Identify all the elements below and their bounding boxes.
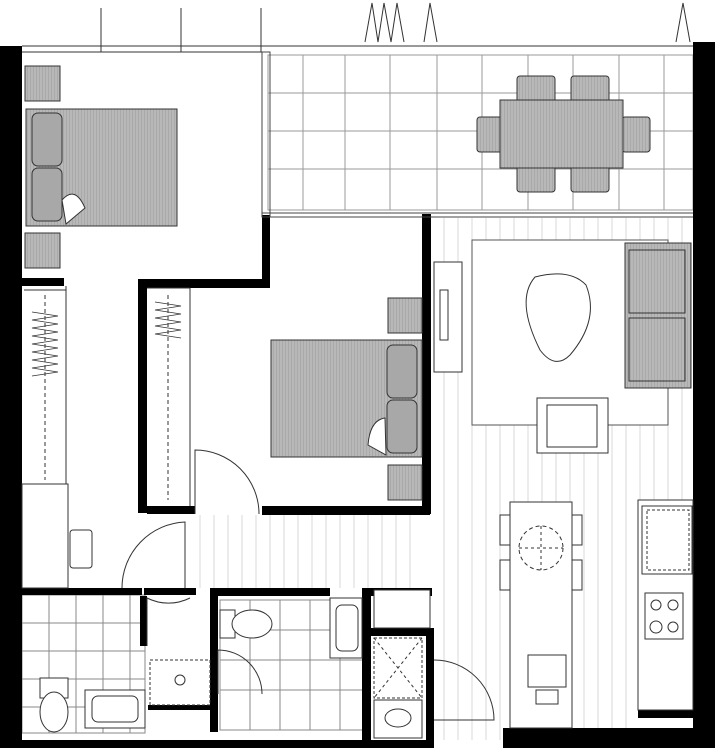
bedside-table [387, 464, 423, 501]
bedside-table [387, 297, 423, 334]
sofa-icon [624, 242, 692, 389]
bed-icon [270, 339, 423, 458]
bathroom-tiles [21, 594, 369, 734]
shower-icon [373, 637, 423, 699]
bedside-table [24, 232, 61, 269]
kitchen-sink-icon [527, 654, 567, 705]
shower-icon [149, 659, 211, 706]
door-swing-icon [121, 449, 495, 721]
tv-unit-icon [433, 261, 463, 373]
armchair-icon [536, 397, 609, 454]
bedside-table [24, 65, 61, 102]
dining-table-icon [476, 75, 651, 193]
wardrobe-icon [147, 287, 191, 506]
bed-icon [25, 108, 178, 227]
balcony-balustrade [22, 2, 693, 53]
coffee-table-icon [525, 273, 591, 362]
basin-icon [329, 597, 363, 659]
study-desk [21, 483, 93, 589]
basin-icon [84, 689, 146, 729]
wardrobe-icon [24, 286, 67, 485]
toilet-icon [219, 609, 273, 639]
laundry-cabinet [373, 589, 431, 629]
cooktop-icon [644, 592, 684, 640]
kitchen-island [499, 501, 583, 729]
sliding-doors [261, 51, 693, 218]
basin-icon [373, 699, 423, 739]
toilet-icon [39, 677, 69, 733]
